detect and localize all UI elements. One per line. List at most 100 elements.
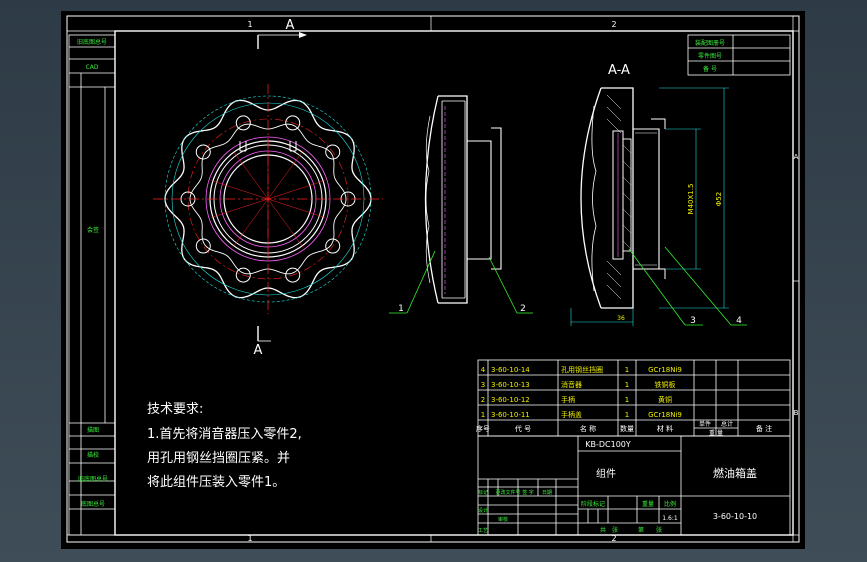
bom-cell-name: 消音器 (561, 380, 582, 389)
zone-number-top-1: 1 (247, 20, 252, 29)
label-change-doc: 更改文件号 (495, 489, 520, 496)
balloon-1: 1 (398, 304, 404, 314)
title-drawing-number: 3-60-10-10 (713, 512, 757, 521)
zone-letter-right-b: B (794, 409, 799, 417)
top-right-stamp: 装配图册号 零件图号 备 号 (687, 34, 791, 76)
side-grip-wave (425, 115, 431, 284)
side-dome-outline (424, 95, 439, 304)
stamp-part-number: 零件图号 (698, 52, 722, 60)
section-view: M40X1.5 Φ52 36 (570, 87, 729, 326)
radial-line (267, 198, 326, 218)
side-cap-body (438, 95, 468, 304)
dim-length: 36 (617, 315, 625, 322)
bolt-hole (235, 267, 251, 283)
radial-line (267, 198, 304, 248)
title-scale: 1.6:1 (662, 515, 678, 522)
section-cap-body (601, 87, 634, 309)
bolt-hole (285, 115, 301, 131)
dim-thread: M40X1.5 (687, 184, 695, 215)
bom-cell-material: 黄铜 (658, 395, 672, 404)
bolt-hole (195, 144, 211, 160)
label-signature: 签 字 (522, 489, 534, 496)
tech-note-line-2: 用孔用钢丝挡圈压紧。并 (147, 451, 290, 466)
bom-cell-no: 3 (481, 381, 485, 389)
bom-header-code: 代 号 (515, 424, 531, 433)
leader-lines (389, 246, 747, 326)
strip-label-trace-check: 描校 (87, 451, 99, 459)
radial-line (267, 150, 304, 200)
technical-requirements: 技术要求: 1.首先将消音器压入零件2, 用孔用钢丝挡圈压紧。并 将此组件压装入… (147, 402, 302, 490)
bom-cell-material: 铁铜板 (655, 380, 676, 389)
key-slot-right (289, 141, 297, 152)
bom-cell-code: 3-60-10-12 (491, 396, 530, 404)
tech-note-line-3: 将此组件压装入零件1。 (147, 475, 285, 490)
bolt-hole (325, 144, 341, 160)
bolt-hole (285, 267, 301, 283)
zone-number-bottom-1: 1 (247, 534, 252, 543)
stamp-assembly-book: 装配图册号 (695, 39, 725, 47)
radial-line (210, 198, 269, 218)
section-dome-outline (580, 87, 602, 309)
radial-line (232, 150, 269, 200)
zone-number-top-2: 2 (611, 20, 616, 29)
radial-line (210, 180, 269, 200)
balloon-4: 4 (736, 316, 742, 326)
bom-header-name: 名 称 (580, 424, 596, 433)
bom-header-unit: 单件 (699, 420, 711, 428)
label-sheet-no: 第 (638, 526, 644, 534)
bolt-hole (325, 238, 341, 254)
balloon-2: 2 (520, 304, 526, 314)
strip-label-base: 底图总号 (81, 500, 105, 508)
left-binding-strip (68, 34, 116, 536)
scallop-outer-profile (164, 99, 372, 299)
section-marks: A A A-A (254, 18, 631, 358)
label-design: 设计 (478, 507, 488, 514)
label-weight: 重量 (642, 500, 654, 508)
title-block: KB-DC100Y 组件 燃油箱盖 3-60-10-10 1.6:1 阶段标记 … (477, 435, 791, 536)
label-sheets-total: 共 (600, 526, 606, 534)
bom-header-remark: 备 注 (756, 424, 772, 433)
side-neck (467, 140, 492, 260)
label-check: 审核 (498, 516, 508, 523)
label-stage-mark: 阶段标记 (581, 500, 605, 508)
strip-label-countersign: 会签 (87, 226, 99, 234)
section-view-title: A-A (608, 63, 630, 78)
strip-label-trace: 描图 (87, 426, 99, 434)
bom-cell-name: 孔用钢丝挡圈 (561, 365, 603, 374)
section-neck (633, 128, 660, 270)
tech-notes-heading: 技术要求: (147, 402, 203, 417)
label-sheets-unit-no: 张 (656, 526, 662, 534)
hidden-circle-outer (205, 136, 331, 262)
bom-cell-material: GCr18Ni9 (648, 411, 682, 419)
radial-center-lines (210, 139, 326, 259)
bom-cell-qty: 1 (625, 381, 629, 389)
bom-header-qty: 数量 (620, 424, 634, 433)
bolt-hole (235, 115, 251, 131)
bom-cell-no: 1 (481, 411, 485, 419)
bom-cell-name: 手柄 (561, 395, 575, 404)
title-part-name: 燃油箱盖 (713, 466, 757, 480)
drawing-sheet: 1 2 1 2 A B (61, 11, 805, 549)
tech-note-line-1: 1.首先将消音器压入零件2, (147, 426, 302, 442)
bom-cell-code: 3-60-10-11 (491, 411, 530, 419)
radial-line (267, 180, 326, 200)
balloon-3: 3 (690, 316, 696, 326)
bom-cell-code: 3-60-10-14 (491, 366, 530, 374)
bom-header-material: 材 料 (657, 424, 673, 433)
outer-border (66, 15, 800, 543)
left-strip-labels: 旧底图总号 CAD 会签 描图 描校 旧底图总号 底图总号 (77, 38, 108, 508)
bolt-hole (195, 238, 211, 254)
label-process: 工艺 (478, 528, 488, 534)
bom-cell-material: GCr18Ni9 (648, 366, 682, 374)
side-flange (491, 127, 502, 270)
bolt-circle (187, 118, 349, 280)
strip-label-old-base: 旧底图总号 (77, 38, 107, 46)
section-mark-bottom: A (254, 343, 263, 358)
title-model: KB-DC100Y (585, 440, 631, 449)
bom-cell-no: 2 (481, 396, 485, 404)
